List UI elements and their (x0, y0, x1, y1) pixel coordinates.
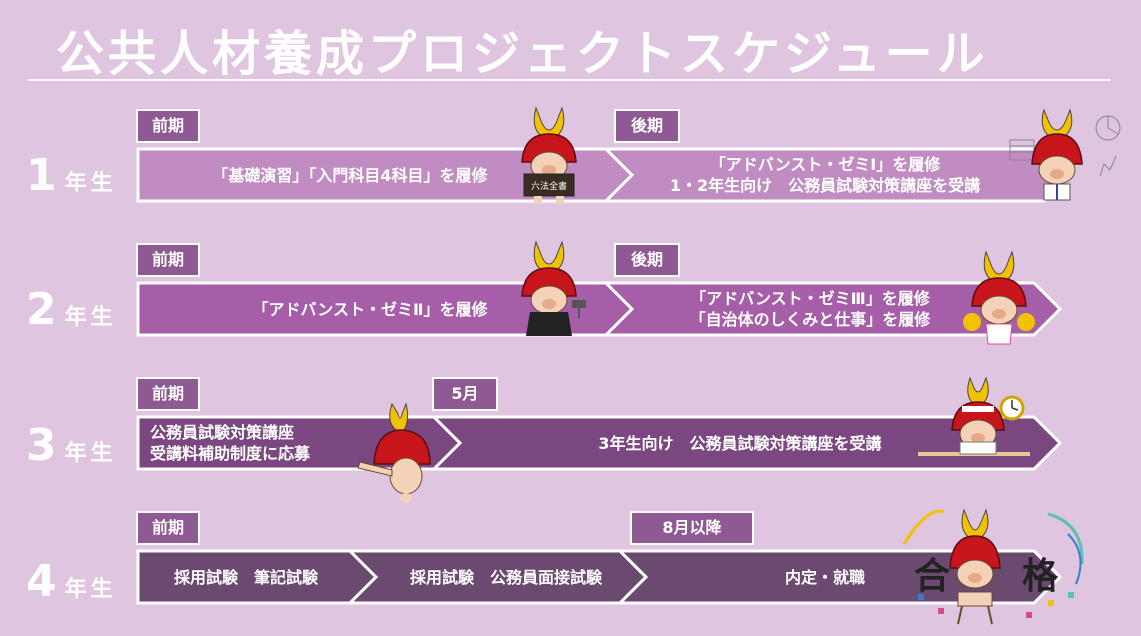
row1-seg2-line2: 1・2年生向け 公務員試験対策講座を受講 (669, 176, 981, 195)
row4-segment-2-text: 採用試験 公務員面接試験 (384, 567, 628, 588)
row4-segment-3-text: 内定・就職 (760, 567, 890, 588)
row4-segment-1-text: 採用試験 筆記試験 (146, 567, 346, 588)
year-4-number: 4 (26, 556, 57, 607)
mascot-cheering (963, 250, 1035, 345)
row1-segment-2-text: 「アドバンスト・ゼミⅠ」を履修 1・2年生向け 公務員試験対策講座を受講 (640, 154, 1010, 196)
row4-tag-august: 8月以降 (632, 513, 752, 543)
row3-segment-2-shape (430, 415, 1063, 471)
year-4-label: 年生 (64, 577, 117, 602)
row3-segment-1-text: 公務員試験対策講座 受講料補助制度に応募 (150, 422, 340, 464)
year-3-heading: 3 年生 (26, 420, 117, 471)
row4-seg1-line1: 採用試験 筆記試験 (173, 568, 318, 587)
title-divider (28, 79, 1110, 81)
row3-seg1-line1: 公務員試験対策講座 (150, 423, 295, 442)
row3-seg1-line2: 受講料補助制度に応募 (150, 444, 311, 463)
mascot-pointing (357, 402, 431, 503)
year-2-number: 2 (26, 284, 57, 335)
row4-tag-early: 前期 (138, 513, 198, 543)
row1-tag-early: 前期 (138, 111, 198, 141)
row1-seg2-line1: 「アドバンスト・ゼミⅠ」を履修 (709, 155, 941, 174)
row3-tag-early: 前期 (138, 379, 198, 409)
year-1-heading: 1 年生 (26, 150, 117, 201)
row2-tag-early: 前期 (138, 245, 198, 275)
year-2-heading: 2 年生 (26, 284, 117, 335)
mascot-with-charts (1009, 108, 1121, 201)
row2-tag-late: 後期 (616, 245, 678, 275)
year-2-label: 年生 (64, 305, 117, 330)
pass-char-2: 格 (1022, 556, 1059, 597)
pass-char-1: 合 (914, 556, 950, 597)
row2-segment-2-shape (602, 281, 1063, 337)
row4-seg2-line1: 採用試験 公務員面接試験 (409, 568, 602, 587)
year-3-label: 年生 (64, 441, 117, 466)
year-3-number: 3 (26, 420, 57, 471)
year-1-label: 年生 (64, 171, 117, 196)
row2-seg2-line2: 「自治体のしくみと仕事」を履修 (689, 310, 931, 329)
row3-seg2-line1: 3年生向け 公務員試験対策講座を受講 (598, 434, 882, 453)
row2-segment-2-text: 「アドバンスト・ゼミⅢ」を履修 「自治体のしくみと仕事」を履修 (640, 288, 980, 330)
row2-segment-1-text: 「アドバンスト・ゼミⅡ」を履修 (160, 299, 580, 320)
mascot-pass-celebration: 合 格 (902, 508, 1084, 625)
row1-tag-late: 後期 (616, 111, 678, 141)
row2-seg1-line1: 「アドバンスト・ゼミⅡ」を履修 (252, 300, 488, 319)
mascot-reading-book: 六法全書 (521, 106, 577, 204)
year-1-number: 1 (26, 150, 57, 201)
row3-tag-may: 5月 (434, 379, 496, 409)
page-title: 公共人材養成プロジェクトスケジュール (56, 26, 989, 82)
mascot-in-suit (521, 240, 586, 336)
book-cover-text: 六法全書 (531, 180, 567, 192)
row2-seg2-line1: 「アドバンスト・ゼミⅢ」を履修 (690, 289, 930, 308)
year-4-heading: 4 年生 (26, 556, 117, 607)
row1-segment-1-text: 「基礎演習」「入門科目4科目」を履修 (150, 165, 550, 186)
row4-seg3-line1: 内定・就職 (784, 568, 865, 587)
row1-seg1-line1: 「基礎演習」「入門科目4科目」を履修 (212, 166, 488, 185)
mascot-studying-with-clock (918, 376, 1030, 456)
row3-segment-2-text: 3年生向け 公務員試験対策講座を受講 (560, 433, 920, 454)
